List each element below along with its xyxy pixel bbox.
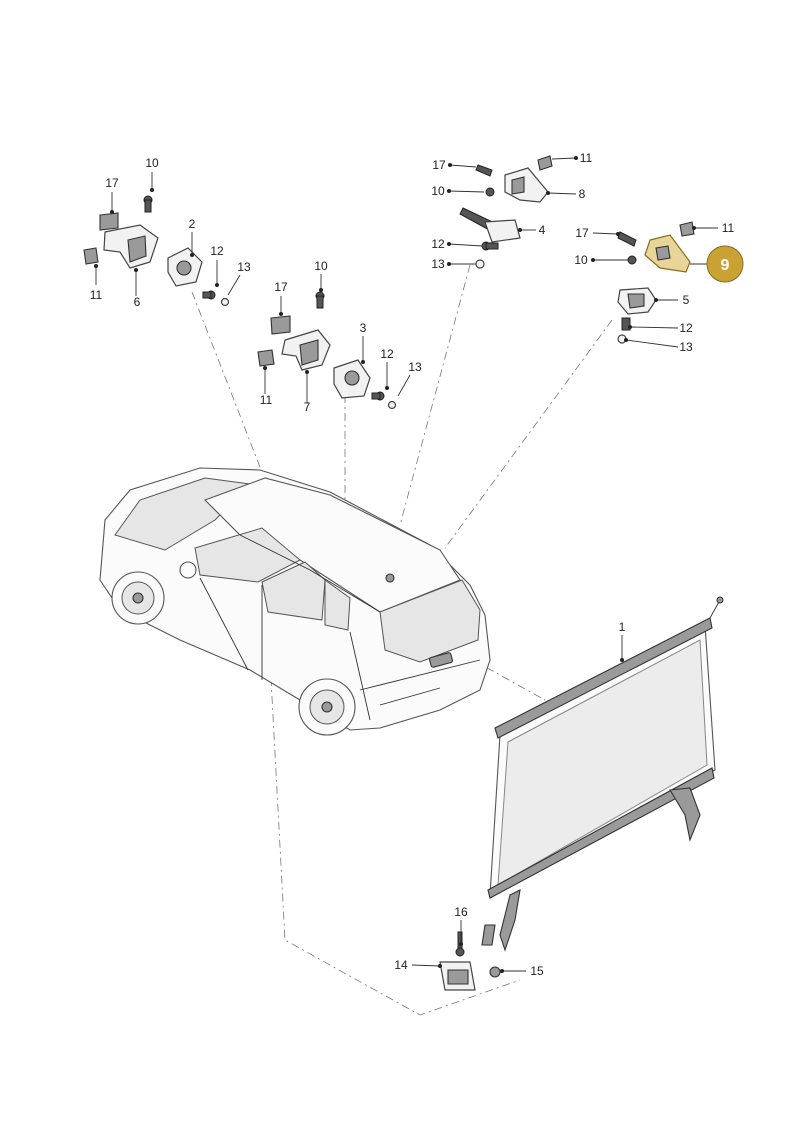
callout-11: 11 (722, 221, 735, 235)
callout-8: 8 (579, 187, 586, 201)
callout-12: 12 (380, 347, 394, 361)
callout-13: 13 (408, 360, 422, 374)
callout-4: 4 (539, 223, 546, 237)
callout-17: 17 (274, 280, 288, 294)
hinge-group-middle (257, 291, 397, 410)
callout-14: 14 (394, 958, 408, 972)
callout-17: 17 (432, 158, 446, 172)
leader-dots (94, 156, 696, 973)
roller-blind (487, 596, 724, 952)
hinge-group-right (617, 221, 695, 344)
callout-10: 10 (145, 156, 159, 170)
callout-13: 13 (237, 260, 251, 274)
callout-12: 12 (431, 237, 445, 251)
callout-5: 5 (683, 293, 690, 307)
callout-10: 10 (314, 259, 328, 273)
callout-6: 6 (134, 295, 141, 309)
badge-label: 9 (721, 257, 730, 274)
callout-11: 11 (260, 393, 273, 407)
lower-bracket (439, 924, 501, 991)
highlight-badge-9[interactable]: 9 (706, 245, 744, 283)
callout-17: 17 (105, 176, 119, 190)
callout-2: 2 (189, 217, 196, 231)
callout-13: 13 (679, 340, 693, 354)
callout-7: 7 (304, 400, 311, 414)
callout-17: 17 (575, 226, 589, 240)
callout-3: 3 (360, 321, 367, 335)
callout-12: 12 (210, 244, 224, 258)
callout-12: 12 (679, 321, 693, 335)
hinge-group-left (83, 195, 230, 307)
callout-10: 10 (431, 184, 445, 198)
callout-10: 10 (574, 253, 588, 267)
callout-13: 13 (431, 257, 445, 271)
callout-11: 11 (580, 151, 593, 165)
callout-labels: 10 17 2 12 13 11 6 10 17 3 12 13 11 7 17… (90, 151, 735, 978)
leader-lines (95, 157, 718, 972)
callout-15: 15 (530, 964, 544, 978)
callout-1: 1 (619, 620, 626, 634)
callout-11: 11 (90, 288, 103, 302)
vehicle-illustration (99, 467, 491, 736)
callout-16: 16 (454, 905, 468, 919)
hinge-group-upper-right (459, 155, 553, 269)
